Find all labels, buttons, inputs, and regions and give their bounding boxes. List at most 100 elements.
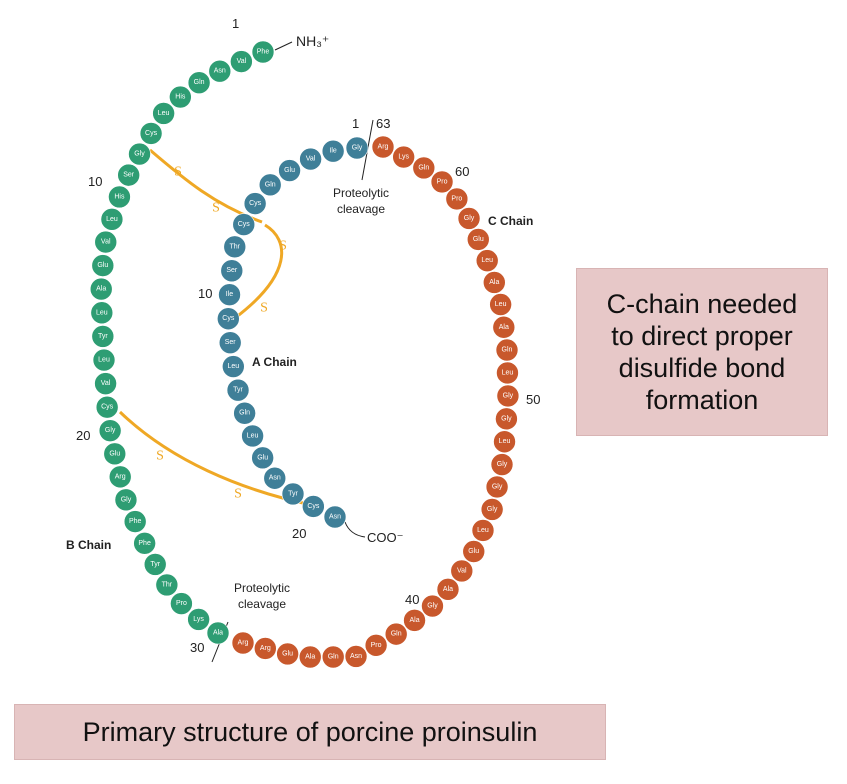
c-residue-50-number: 50 (526, 392, 540, 407)
residue-a-13: Leu (222, 355, 245, 378)
residue-b-26: Tyr (143, 553, 167, 576)
sulfur-label: S (156, 449, 164, 464)
residue-label: Arg (238, 640, 249, 647)
residue-label: Leu (227, 363, 239, 370)
residue-label: Ala (305, 654, 315, 661)
residue-label: Gly (497, 461, 508, 468)
residue-bead (345, 136, 369, 160)
residue-c-6: Asn (344, 645, 368, 668)
residue-label: Ala (96, 286, 106, 293)
c-chain-label: C Chain (488, 214, 533, 228)
residue-b-3: Asn (208, 59, 232, 83)
callout-line: to direct proper (611, 321, 793, 351)
residue-a-5: Gln (258, 173, 282, 197)
residue-bead (403, 609, 426, 632)
residue-label: Asn (269, 475, 281, 482)
residue-c-33: Arg (371, 135, 395, 159)
residue-b-5: His (169, 85, 192, 109)
residue-b-29: Lys (187, 608, 210, 631)
residue-bead (436, 578, 460, 601)
residue-label: Glu (282, 650, 293, 657)
residue-c-10: Gly (421, 594, 444, 618)
residue-label: Cys (101, 404, 114, 411)
residue-label: Glu (97, 262, 108, 269)
residue-b-7: Cys (139, 122, 163, 145)
residue-b-13: Glu (91, 254, 115, 277)
residue-bead (95, 395, 119, 419)
residue-b-16: Tyr (91, 325, 115, 348)
residue-b-17: Leu (92, 348, 116, 372)
a-residue-10-number: 10 (198, 286, 212, 301)
cleavage-bottom-line1: Proteolytic (234, 581, 290, 595)
residue-b-19: Cys (95, 395, 119, 419)
residue-label: Cys (145, 130, 158, 137)
residue-label: Val (237, 58, 247, 65)
residue-label: Gly (121, 496, 132, 503)
residue-bead (103, 442, 127, 466)
residue-a-21: Asn (323, 505, 347, 529)
residue-label: Phe (138, 540, 151, 547)
residue-label: Asn (214, 68, 226, 75)
residue-bead (466, 228, 490, 251)
residue-a-20: Cys (302, 495, 325, 518)
residue-label: Leu (96, 309, 108, 316)
residue-bead (490, 453, 514, 476)
residue-bead (323, 505, 347, 529)
residue-label: Gln (328, 654, 339, 661)
residue-a-19: Tyr (281, 482, 305, 506)
residue-b-27: Thr (155, 573, 179, 597)
residue-bead (89, 277, 113, 301)
residue-label: Ile (226, 291, 234, 298)
sulfur-label: S (234, 487, 242, 502)
residue-bead (231, 631, 255, 655)
residue-label: Ser (226, 267, 238, 274)
residue-b-11: Leu (100, 207, 124, 231)
figure-caption: Primary structure of porcine proinsulin (14, 704, 606, 760)
residue-label: Val (101, 239, 111, 246)
residue-b-21: Glu (103, 442, 127, 466)
residue-c-24: Leu (489, 293, 512, 316)
sulfur-label: S (212, 201, 220, 216)
residue-label: Leu (477, 527, 489, 534)
residue-bead (233, 401, 256, 425)
residue-bead (281, 482, 305, 506)
residue-c-3: Glu (276, 642, 299, 666)
residue-c-32: Lys (392, 145, 415, 169)
residue-bead (445, 187, 469, 211)
residue-b-30: Ala (206, 621, 230, 645)
residue-c-11: Ala (436, 578, 460, 601)
residue-bead (371, 135, 395, 159)
residue-bead (496, 361, 519, 385)
residue-c-1: Arg (231, 631, 255, 655)
residue-label: Ile (329, 148, 337, 155)
residue-label: Glu (468, 548, 479, 555)
residue-label: Gly (352, 145, 363, 152)
residue-bead (450, 559, 474, 583)
residue-b-10: His (108, 185, 131, 209)
residue-bead (384, 622, 408, 646)
residue-c-18: Leu (493, 430, 516, 454)
residue-c-20: Gly (496, 384, 520, 408)
residue-bead (92, 348, 116, 372)
residue-label: Gly (487, 506, 498, 513)
sulfur-label: S (260, 301, 268, 316)
residue-label: Asn (329, 514, 341, 521)
residue-label: Gly (105, 427, 116, 434)
residue-label: Arg (378, 144, 389, 151)
residue-bead (457, 207, 481, 230)
residue-b-23: Gly (114, 488, 138, 512)
residue-bead (430, 170, 454, 194)
callout-line: formation (645, 385, 759, 415)
c-residue-40-number: 40 (405, 592, 419, 607)
residue-a-1: Gly (345, 136, 369, 160)
residue-label: Ala (213, 630, 223, 637)
residue-b-18: Val (94, 372, 117, 395)
residue-label: Gly (464, 215, 475, 222)
residue-label: Tyr (150, 561, 160, 568)
residue-bead (108, 185, 131, 209)
residue-c-29: Pro (445, 187, 469, 211)
residue-label: Thr (162, 581, 173, 588)
coo-label: COO⁻ (367, 530, 403, 545)
residue-label: Ala (443, 586, 453, 593)
